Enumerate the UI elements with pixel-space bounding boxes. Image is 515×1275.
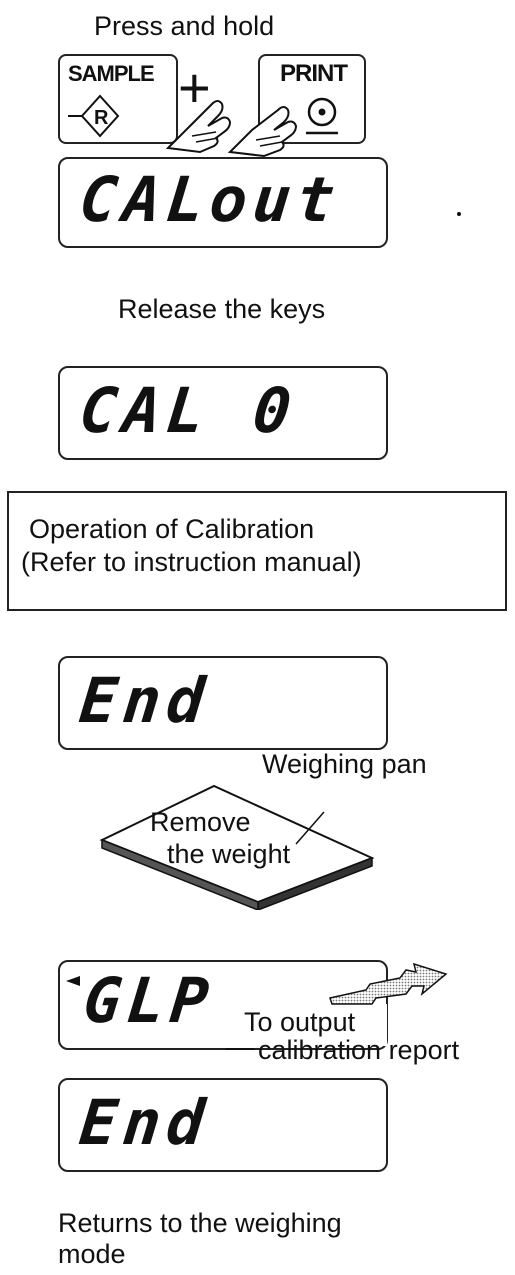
- print-key-label: PRINT: [280, 60, 348, 87]
- press-and-hold-label: Press and hold: [94, 11, 275, 41]
- pan-text-line2: the weight: [167, 839, 291, 869]
- display-cal-0: CAL 0: [58, 366, 388, 460]
- weighing-pan-icon: [99, 784, 375, 910]
- pan-pointer-line: [295, 811, 325, 845]
- pressing-hands-icon: [165, 100, 298, 158]
- sample-r-letter: R: [94, 107, 109, 129]
- output-line2: calibration report: [258, 1035, 460, 1065]
- pan-text-line1: Remove: [150, 807, 251, 837]
- display-end-1-text: End: [76, 664, 214, 737]
- display-arrow-indicator-icon: [66, 976, 80, 986]
- final-line2: mode: [58, 1239, 126, 1269]
- display-end-2-text: End: [76, 1086, 214, 1159]
- zigzag-output-arrow-icon: [329, 962, 448, 1005]
- display-calout: CALout: [58, 157, 388, 248]
- operation-line1: Operation of Calibration: [29, 514, 315, 544]
- weighing-pan-label: Weighing pan: [262, 749, 427, 779]
- display-cal-0-text: CAL 0: [76, 374, 301, 447]
- output-leader-line: [226, 1048, 254, 1050]
- operation-box: Operation of Calibration (Refer to instr…: [7, 491, 507, 611]
- output-line1: To output: [244, 1007, 356, 1037]
- release-keys-label: Release the keys: [118, 294, 326, 324]
- output-label-mask: [242, 1004, 387, 1046]
- stray-dot: [457, 212, 461, 216]
- sample-r-symbol-icon: R: [68, 94, 120, 138]
- sample-key-label: SAMPLE: [68, 61, 155, 86]
- display-end-1: End: [58, 656, 388, 750]
- final-line1: Returns to the weighing: [58, 1208, 342, 1238]
- operation-line2: (Refer to instruction manual): [21, 547, 362, 577]
- display-glp-text: GLP: [80, 964, 218, 1037]
- plus-sign: +: [178, 56, 211, 119]
- sample-key[interactable]: SAMPLE R: [58, 54, 178, 144]
- display-end-2: End: [58, 1078, 388, 1172]
- print-circle-icon: [306, 97, 338, 135]
- display-calout-text: CALout: [76, 163, 344, 236]
